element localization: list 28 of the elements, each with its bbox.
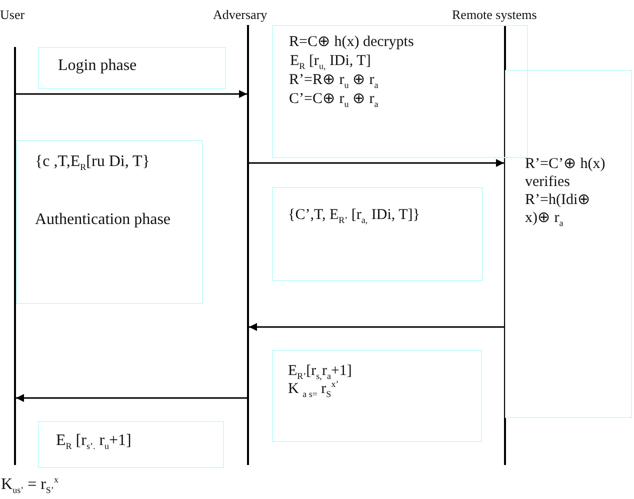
phase-label: Authentication phase	[35, 211, 172, 229]
lifeline	[14, 47, 16, 465]
note-box	[272, 25, 528, 158]
note-box	[16, 140, 203, 304]
note-box	[272, 350, 482, 442]
arrow	[249, 323, 504, 331]
arrow	[16, 90, 247, 98]
lifeline	[504, 25, 506, 465]
formula-text: C’=C⊕ r$_{u}$ ⊕ r$_{a}$	[289, 90, 380, 108]
note-box	[38, 421, 224, 468]
phase-label: Login phase	[58, 57, 138, 75]
lifeline-title: Remote systems	[452, 7, 537, 23]
lifeline	[247, 25, 249, 465]
formula-text: R’=C’⊕ h(x) verifies R’=h(Idi⊕ x)⊕ r$_{a}$	[525, 155, 606, 227]
message-text: E$_{R}$ [r$_{s’.}$ r$_{u}$+1]	[56, 432, 132, 450]
formula-text: E$_{R}$ [r$_{u,}$ IDi, T]	[290, 52, 372, 70]
formula-text: R’=R⊕ r$_{u}$ ⊕ r$_{a}$	[289, 71, 380, 89]
message-text: E$_{R’}$[r$_{s,}$r$_{a}$+1]	[288, 362, 353, 380]
arrow	[249, 159, 504, 167]
message-text: {C’,T, E$_{R’}$ [r$_{a,}$ IDi, T]}	[288, 206, 422, 224]
note-box	[272, 187, 483, 281]
note-box	[505, 70, 632, 418]
message-text: {c ,T,E$_{R}$[ru Di, T}	[35, 153, 151, 171]
formula-text: R=C⊕ h(x) decrypts	[289, 33, 415, 51]
arrow	[16, 394, 247, 402]
lifeline-title: Adversary	[213, 7, 268, 23]
note-box	[38, 47, 226, 89]
lifeline-title: User	[0, 7, 25, 23]
